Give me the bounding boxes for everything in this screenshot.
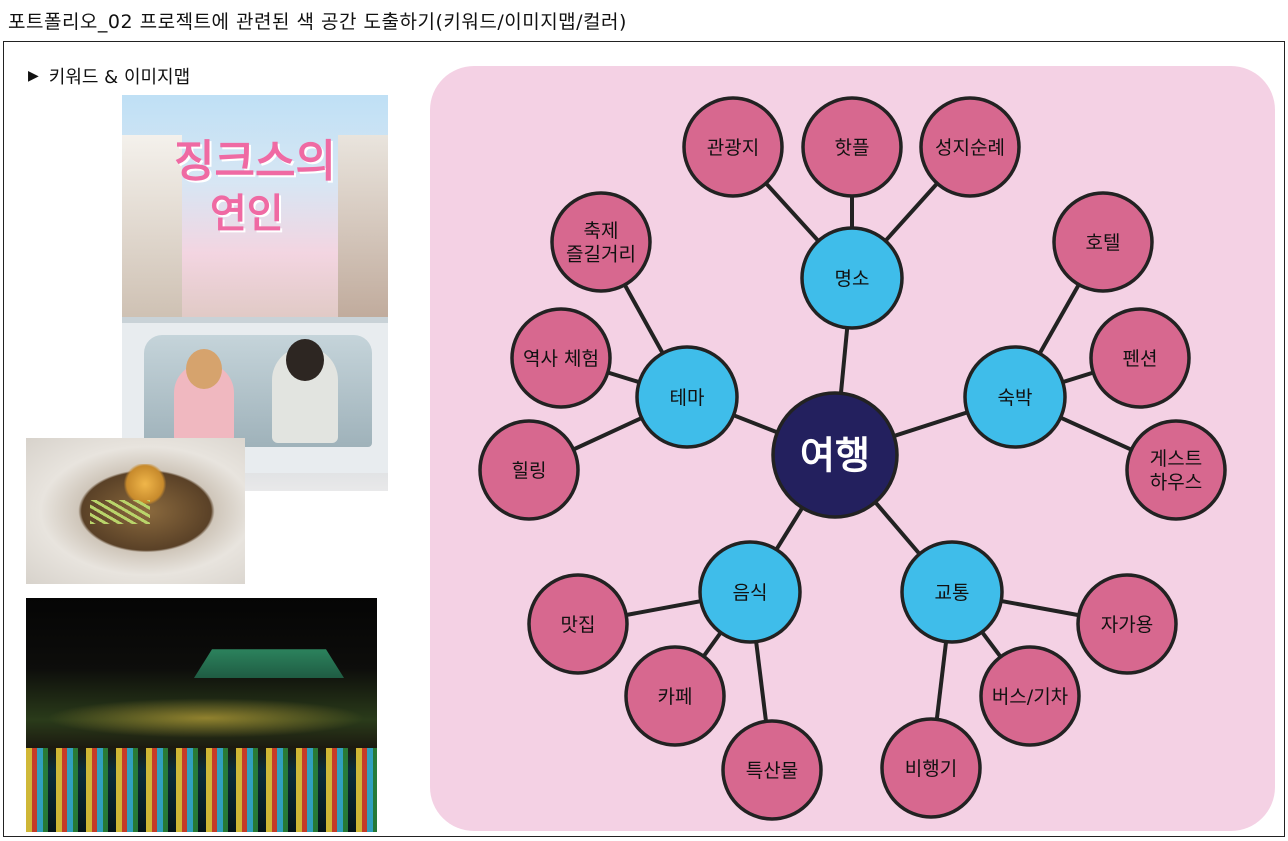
poster-title-line1: 징크스의 bbox=[174, 136, 336, 187]
leaf-node-landmark-1: 핫플 bbox=[801, 96, 903, 198]
drama-poster-image: 징크스의 연인 bbox=[122, 95, 388, 491]
poster-houses-left bbox=[122, 135, 182, 325]
hub-node-transport-label: 교통 bbox=[935, 582, 970, 604]
leaf-node-transport-2: 비행기 bbox=[880, 717, 982, 819]
leaf-node-food-1-label: 카페 bbox=[658, 686, 693, 708]
leaf-node-landmark-0-label: 관광지 bbox=[707, 137, 759, 159]
section-label: 키워드 & 이미지맵 bbox=[48, 67, 191, 88]
leaf-node-transport-1: 버스/기차 bbox=[979, 645, 1081, 747]
leaf-node-lodging-1-label: 펜션 bbox=[1123, 348, 1158, 370]
hub-node-lodging: 숙박 bbox=[963, 345, 1067, 449]
lantern-lights bbox=[26, 748, 377, 832]
leaf-node-transport-0: 자가용 bbox=[1076, 573, 1178, 675]
leaf-node-food-2-label: 특산물 bbox=[746, 760, 798, 782]
leaf-node-food-0-label: 맛집 bbox=[561, 614, 596, 636]
hub-node-transport: 교통 bbox=[900, 540, 1004, 644]
pavilion-roof bbox=[194, 649, 344, 678]
noodle-garnish bbox=[122, 464, 168, 504]
mindmap-center-node-label: 여행 bbox=[800, 434, 870, 478]
leaf-node-food-0: 맛집 bbox=[527, 573, 629, 675]
poster-houses-right bbox=[338, 135, 388, 325]
poster-actor bbox=[272, 339, 338, 443]
leaf-node-landmark-2-label: 성지순례 bbox=[935, 137, 1005, 159]
hub-node-landmark-label: 명소 bbox=[835, 268, 870, 290]
hub-node-theme-label: 테마 bbox=[670, 387, 705, 409]
leaf-node-theme-0-label: 즐길거리 bbox=[566, 244, 636, 266]
night-lantern-festival-image bbox=[26, 598, 377, 832]
section-heading: ▶ 키워드 & 이미지맵 bbox=[28, 63, 190, 89]
leaf-node-food-1: 카페 bbox=[624, 645, 726, 747]
triangle-marker-icon: ▶ bbox=[28, 68, 39, 84]
hub-node-theme: 테마 bbox=[635, 345, 739, 449]
poster-title-line2: 연인 bbox=[210, 191, 284, 237]
leaf-node-theme-1-label: 역사 체험 bbox=[523, 348, 599, 370]
mindmap-center-node: 여행 bbox=[771, 391, 899, 519]
noodle-greens bbox=[90, 500, 150, 524]
leaf-node-transport-0-label: 자가용 bbox=[1101, 614, 1153, 636]
leaf-node-lodging-1: 펜션 bbox=[1089, 307, 1191, 409]
leaf-node-lodging-2-label: 게스트 bbox=[1150, 448, 1202, 470]
naengmyeon-food-image bbox=[26, 438, 245, 584]
page-title: 포트폴리오_02 프로젝트에 관련된 색 공간 도출하기(키워드/이미지맵/컬러… bbox=[8, 11, 627, 33]
hub-node-landmark: 명소 bbox=[800, 226, 904, 330]
leaf-node-landmark-2: 성지순례 bbox=[919, 96, 1021, 198]
leaf-node-transport-1-label: 버스/기차 bbox=[992, 686, 1068, 708]
leaf-node-landmark-1-label: 핫플 bbox=[835, 137, 870, 159]
leaf-node-theme-2: 힐링 bbox=[478, 419, 580, 521]
hub-node-lodging-label: 숙박 bbox=[998, 387, 1033, 409]
leaf-node-food-2: 특산물 bbox=[721, 719, 823, 821]
leaf-node-lodging-0: 호텔 bbox=[1052, 191, 1154, 293]
leaf-node-theme-1: 역사 체험 bbox=[510, 307, 612, 409]
leaf-node-theme-0-label: 축제 bbox=[584, 220, 619, 242]
leaf-node-lodging-0-label: 호텔 bbox=[1086, 232, 1121, 254]
leaf-node-lodging-2-label: 하우스 bbox=[1150, 472, 1202, 494]
poster-actress bbox=[174, 349, 234, 443]
leaf-node-landmark-0: 관광지 bbox=[682, 96, 784, 198]
leaf-node-transport-2-label: 비행기 bbox=[905, 758, 957, 780]
hub-node-food: 음식 bbox=[698, 540, 802, 644]
festival-glow bbox=[46, 698, 366, 738]
hub-node-food-label: 음식 bbox=[733, 582, 768, 604]
content-frame bbox=[3, 41, 1285, 837]
leaf-node-theme-2-label: 힐링 bbox=[512, 460, 547, 482]
